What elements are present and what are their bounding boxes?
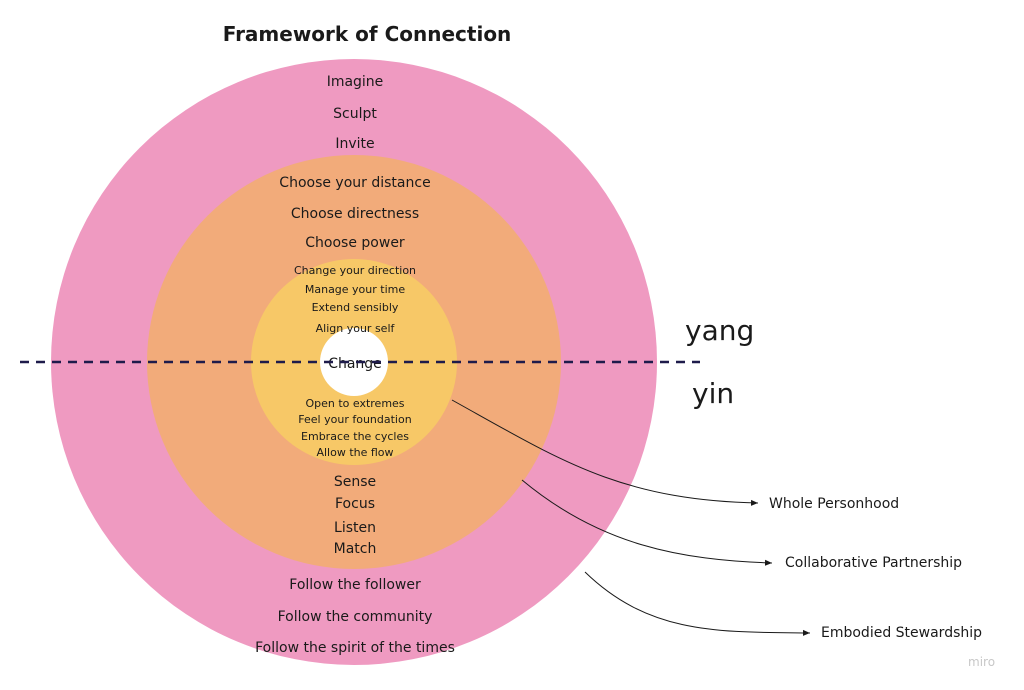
core-label: Change (328, 356, 382, 372)
inner-yang-item: Change your direction (294, 264, 416, 277)
outer-yang-item: Invite (335, 136, 374, 152)
yang-label: yang (685, 314, 754, 347)
inner-yin-item: Open to extremes (305, 397, 404, 410)
callout-connector-outer (584, 571, 811, 636)
middle-yin-item: Match (334, 541, 377, 557)
inner-yin-item: Allow the flow (316, 446, 393, 459)
callout-whole-personhood: Whole Personhood (769, 496, 899, 512)
callout-embodied-stewardship: Embodied Stewardship (821, 625, 982, 641)
middle-yin-item: Focus (335, 496, 375, 512)
diagram-title: Framework of Connection (223, 22, 512, 46)
miro-watermark: miro (968, 655, 995, 669)
outer-yin-item: Follow the spirit of the times (255, 640, 455, 656)
outer-yin-item: Follow the follower (289, 577, 421, 593)
middle-yin-item: Listen (334, 520, 376, 536)
callout-collaborative-partnership: Collaborative Partnership (785, 555, 962, 571)
outer-yang-item: Sculpt (333, 106, 377, 122)
inner-yang-item: Extend sensibly (312, 301, 399, 314)
middle-yang-item: Choose power (305, 235, 405, 251)
outer-yang-item: Imagine (327, 74, 384, 90)
inner-yang-item: Manage your time (305, 283, 406, 296)
outer-yin-item: Follow the community (278, 609, 433, 625)
callout-connector-middle (521, 479, 773, 566)
middle-yang-item: Choose directness (291, 206, 419, 222)
inner-yin-item: Embrace the cycles (301, 430, 409, 443)
core-circle (320, 328, 388, 396)
inner-yang-item: Align your self (316, 322, 396, 335)
middle-yang-item: Choose your distance (279, 175, 430, 191)
callout-connector-inner (451, 399, 759, 506)
yin-label: yin (692, 377, 734, 410)
middle-yin-item: Sense (334, 474, 376, 490)
inner-yin-item: Feel your foundation (298, 413, 411, 426)
